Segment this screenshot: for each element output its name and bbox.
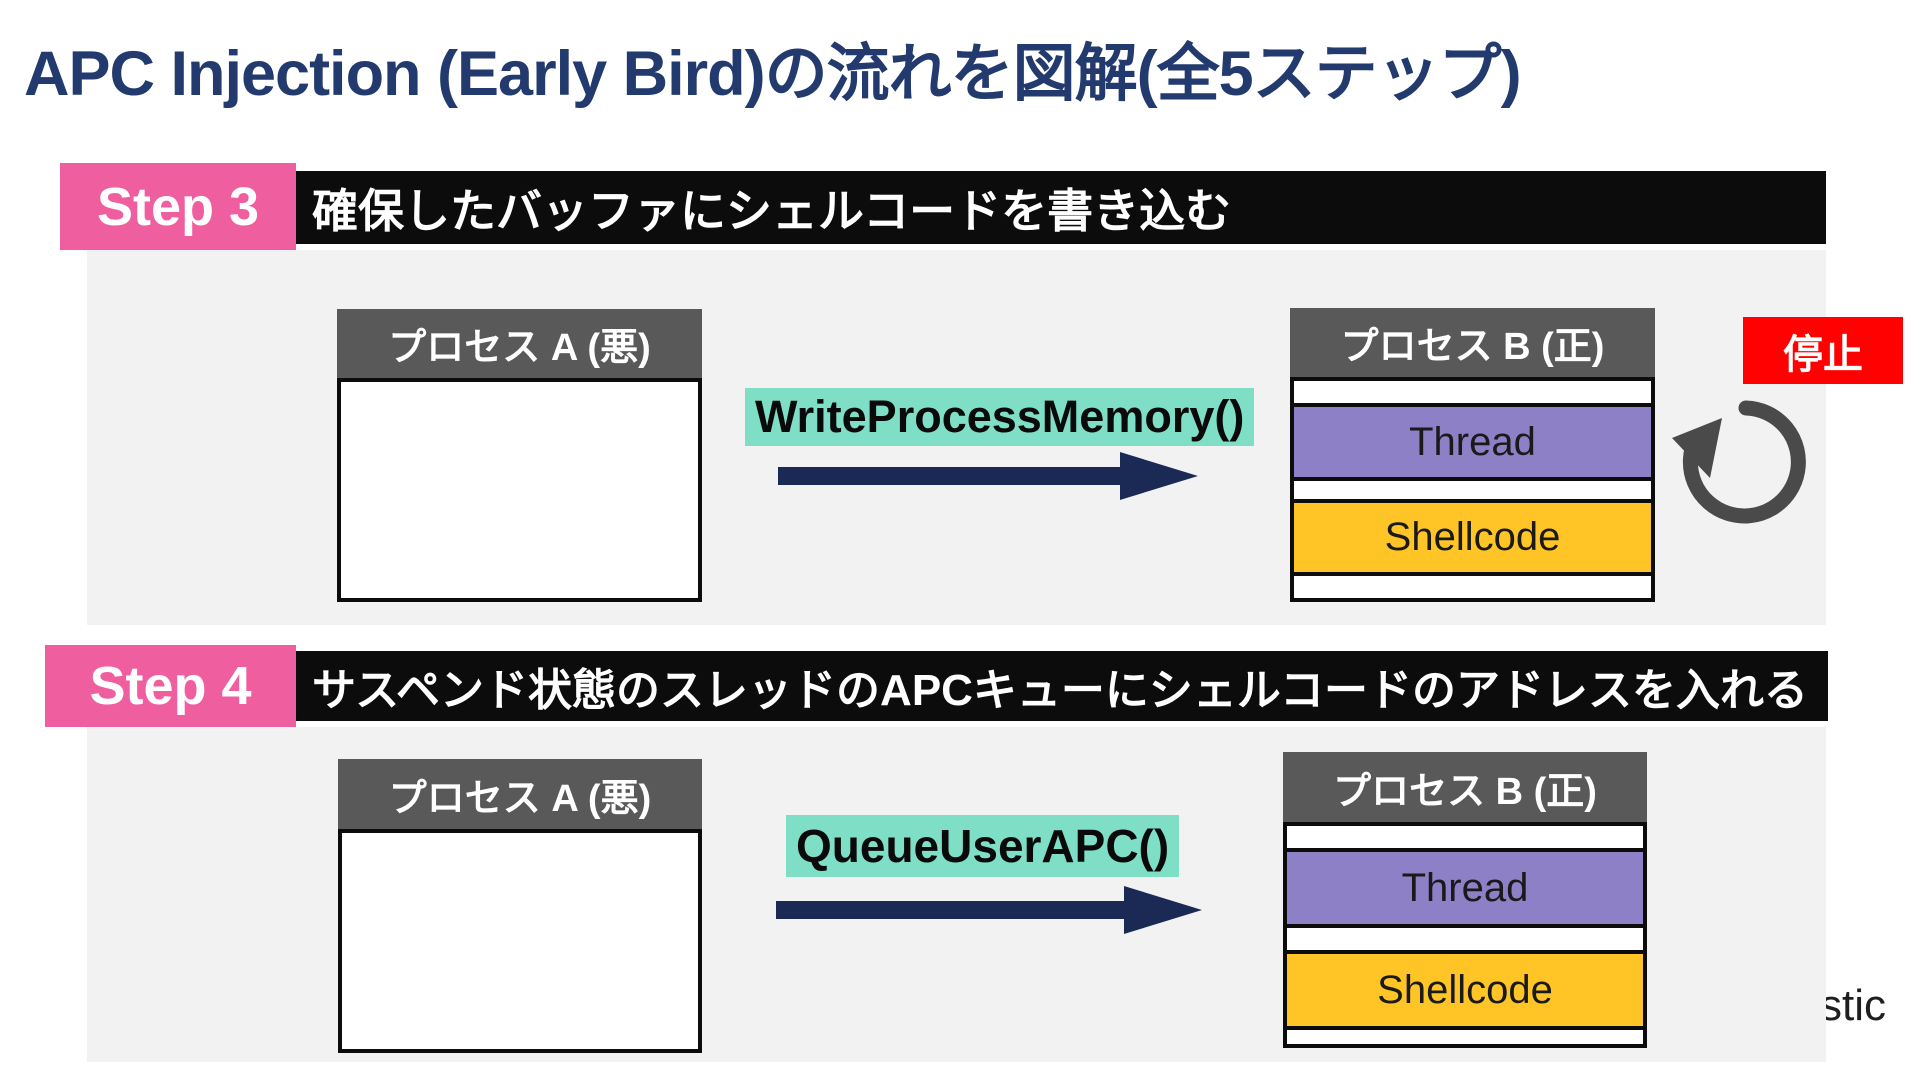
step4-heading: サスペンド状態のスレッドのAPCキューにシェルコードのアドレスを入れる xyxy=(296,651,1828,721)
step4-process-b-header: プロセス B (正) xyxy=(1283,752,1647,822)
step4-thread-block: Thread xyxy=(1283,848,1647,928)
step3-badge: Step 3 xyxy=(60,163,296,250)
step3-api-call-label: WriteProcessMemory() xyxy=(745,388,1255,446)
step3-process-b-header: プロセス B (正) xyxy=(1290,308,1655,377)
step4-api-call-label: QueueUserAPC() xyxy=(786,815,1180,877)
step3-process-a-header: プロセス A (悪) xyxy=(337,309,702,378)
step4-badge: Step 4 xyxy=(45,645,296,727)
step4-process-a-header: プロセス A (悪) xyxy=(338,759,702,829)
step4-process-a-body xyxy=(338,829,702,1053)
step3-heading: 確保したバッファにシェルコードを書き込む xyxy=(296,171,1826,244)
right-arrow-icon xyxy=(778,452,1198,500)
suspend-loop-icon xyxy=(1672,400,1806,524)
right-arrow-icon xyxy=(776,886,1202,934)
watermark-text: stic xyxy=(1820,981,1886,1030)
step4-shellcode-block: Shellcode xyxy=(1283,950,1647,1030)
suspended-status-badge: 停止 xyxy=(1743,317,1903,384)
page-title: APC Injection (Early Bird)の流れを図解(全5ステップ) xyxy=(24,39,1522,109)
step3-process-a-body xyxy=(337,378,702,602)
step3-thread-block: Thread xyxy=(1290,403,1655,481)
step3-shellcode-block: Shellcode xyxy=(1290,499,1655,576)
